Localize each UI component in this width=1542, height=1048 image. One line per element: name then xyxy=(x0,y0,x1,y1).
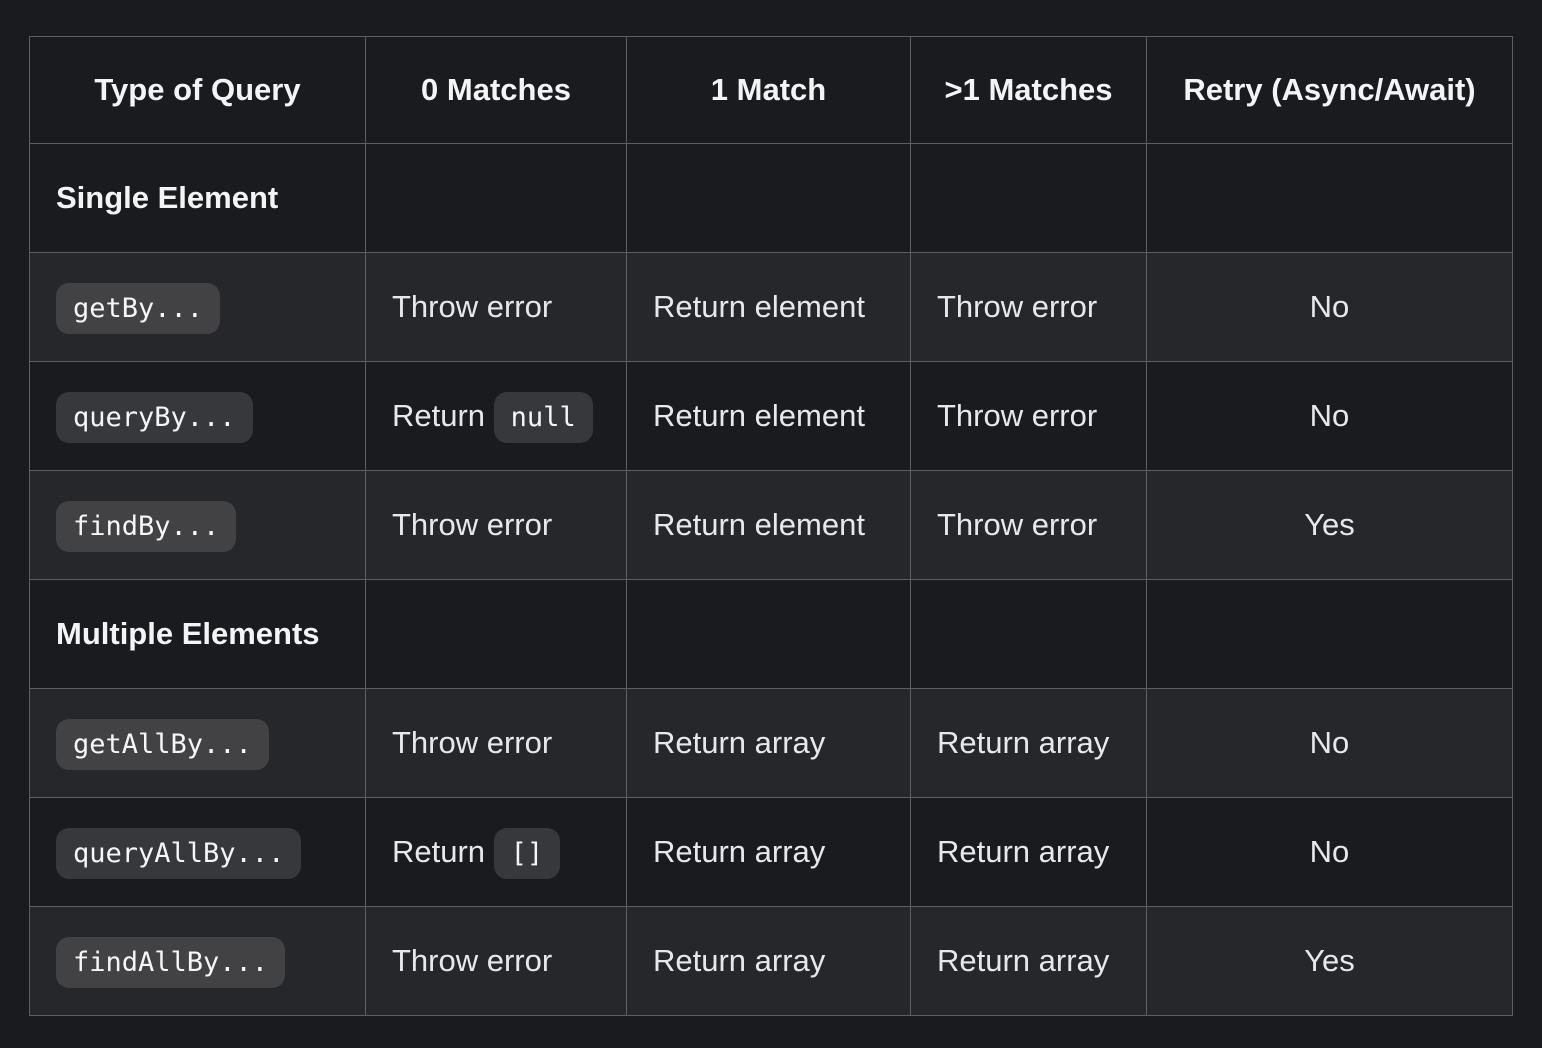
code-pill: queryBy... xyxy=(56,392,253,443)
cell-type-of-query: getAllBy... xyxy=(29,688,366,798)
column-header-1-match: 1 Match xyxy=(626,36,911,144)
section-title: Multiple Elements xyxy=(56,616,320,651)
cell-gt1-matches xyxy=(910,143,1147,253)
cell-gt1-matches: Return array xyxy=(910,688,1147,798)
header-row: Type of Query 0 Matches 1 Match >1 Match… xyxy=(29,36,1513,144)
cell-1-match: Return element xyxy=(626,252,911,362)
cell-retry-async-await: No xyxy=(1146,361,1513,471)
cell-retry-async-await: Yes xyxy=(1146,470,1513,580)
column-header-type-of-query: Type of Query xyxy=(29,36,366,144)
code-pill: findBy... xyxy=(56,501,237,552)
query-summary-table: Type of Query 0 Matches 1 Match >1 Match… xyxy=(29,36,1513,1016)
cell-type-of-query: getBy... xyxy=(29,252,366,362)
section-row: Single Element xyxy=(29,143,1513,253)
code-pill: queryAllBy... xyxy=(56,828,302,879)
cell-gt1-matches: Throw error xyxy=(910,470,1147,580)
code-pill: getBy... xyxy=(56,283,221,334)
cell-1-match: Return array xyxy=(626,688,911,798)
section-row: Multiple Elements xyxy=(29,579,1513,689)
cell-0-matches: Return null xyxy=(365,361,627,471)
cell-type-of-query: findBy... xyxy=(29,470,366,580)
query-summary-table-wrap: Type of Query 0 Matches 1 Match >1 Match… xyxy=(29,36,1513,1016)
cell-type-of-query: findAllBy... xyxy=(29,906,366,1016)
code-pill: null xyxy=(493,392,593,443)
cell-1-match: Return element xyxy=(626,470,911,580)
cell-1-match xyxy=(626,579,911,689)
cell-0-matches: Return [] xyxy=(365,797,627,907)
cell-gt1-matches: Return array xyxy=(910,797,1147,907)
cell-type-of-query: queryBy... xyxy=(29,361,366,471)
cell-retry-async-await xyxy=(1146,143,1513,253)
cell-1-match xyxy=(626,143,911,253)
cell-retry-async-await: No xyxy=(1146,797,1513,907)
cell-type-of-query: Single Element xyxy=(29,143,366,253)
code-pill: findAllBy... xyxy=(56,937,286,988)
cell-type-of-query: Multiple Elements xyxy=(29,579,366,689)
cell-0-matches: Throw error xyxy=(365,688,627,798)
cell-retry-async-await: No xyxy=(1146,688,1513,798)
cell-0-matches xyxy=(365,143,627,253)
cell-retry-async-await xyxy=(1146,579,1513,689)
column-header-0-matches: 0 Matches xyxy=(365,36,627,144)
column-header-retry-async-await: Retry (Async/Await) xyxy=(1146,36,1513,144)
cell-1-match: Return array xyxy=(626,906,911,1016)
code-pill: [] xyxy=(493,828,561,879)
cell-type-of-query: queryAllBy... xyxy=(29,797,366,907)
cell-gt1-matches: Return array xyxy=(910,906,1147,1016)
cell-retry-async-await: Yes xyxy=(1146,906,1513,1016)
section-title: Single Element xyxy=(56,180,279,215)
cell-0-matches xyxy=(365,579,627,689)
cell-0-matches: Throw error xyxy=(365,252,627,362)
code-pill: getAllBy... xyxy=(56,719,269,770)
column-header-gt1-matches: >1 Matches xyxy=(910,36,1147,144)
cell-gt1-matches: Throw error xyxy=(910,252,1147,362)
cell-0-matches: Throw error xyxy=(365,470,627,580)
cell-retry-async-await: No xyxy=(1146,252,1513,362)
cell-1-match: Return array xyxy=(626,797,911,907)
cell-gt1-matches: Throw error xyxy=(910,361,1147,471)
cell-gt1-matches xyxy=(910,579,1147,689)
cell-0-matches: Throw error xyxy=(365,906,627,1016)
cell-1-match: Return element xyxy=(626,361,911,471)
table-header: Type of Query 0 Matches 1 Match >1 Match… xyxy=(29,36,1513,144)
